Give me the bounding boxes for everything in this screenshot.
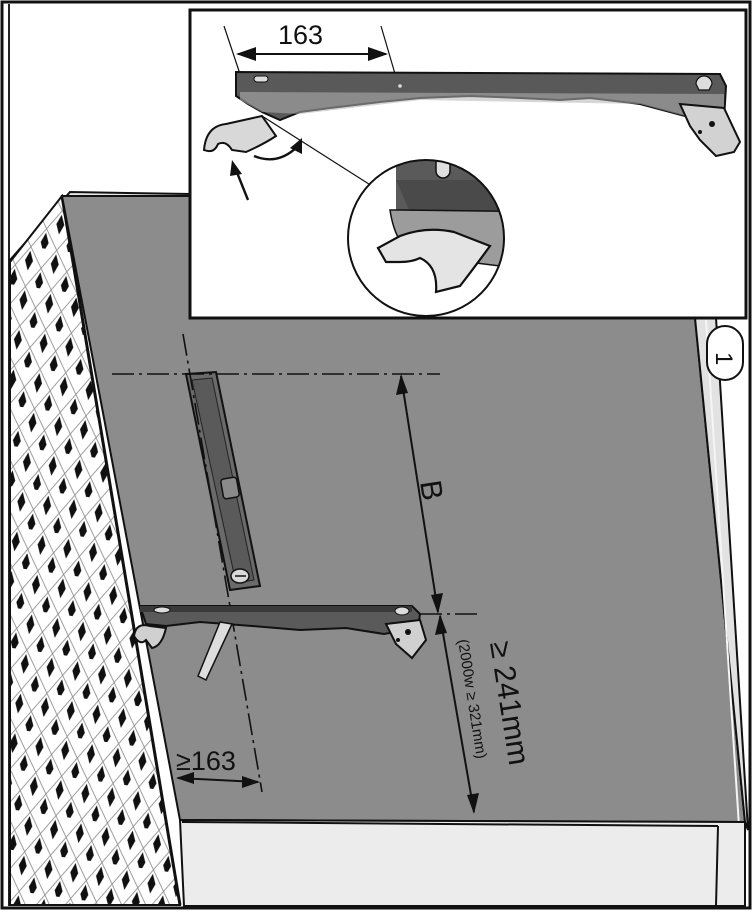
mounting-bracket — [132, 605, 428, 682]
floor-panel — [178, 818, 746, 907]
dimension-b — [396, 374, 443, 614]
dimension-height — [435, 614, 479, 814]
detail-inset: 163 — [188, 8, 748, 320]
floor-edge — [181, 821, 719, 827]
svg-text:1: 1 — [710, 352, 737, 365]
min-edge-distance-label: ≥163 — [176, 746, 236, 776]
tile-edge — [60, 195, 182, 906]
step-badge: 1 — [706, 325, 744, 381]
right-edge-line — [705, 319, 740, 827]
floor-right-edge — [715, 825, 719, 907]
dimension-edge — [176, 772, 260, 788]
spirit-level — [184, 370, 262, 592]
inset-dimension-label: 163 — [278, 20, 323, 50]
magnifier-circle — [347, 159, 505, 317]
